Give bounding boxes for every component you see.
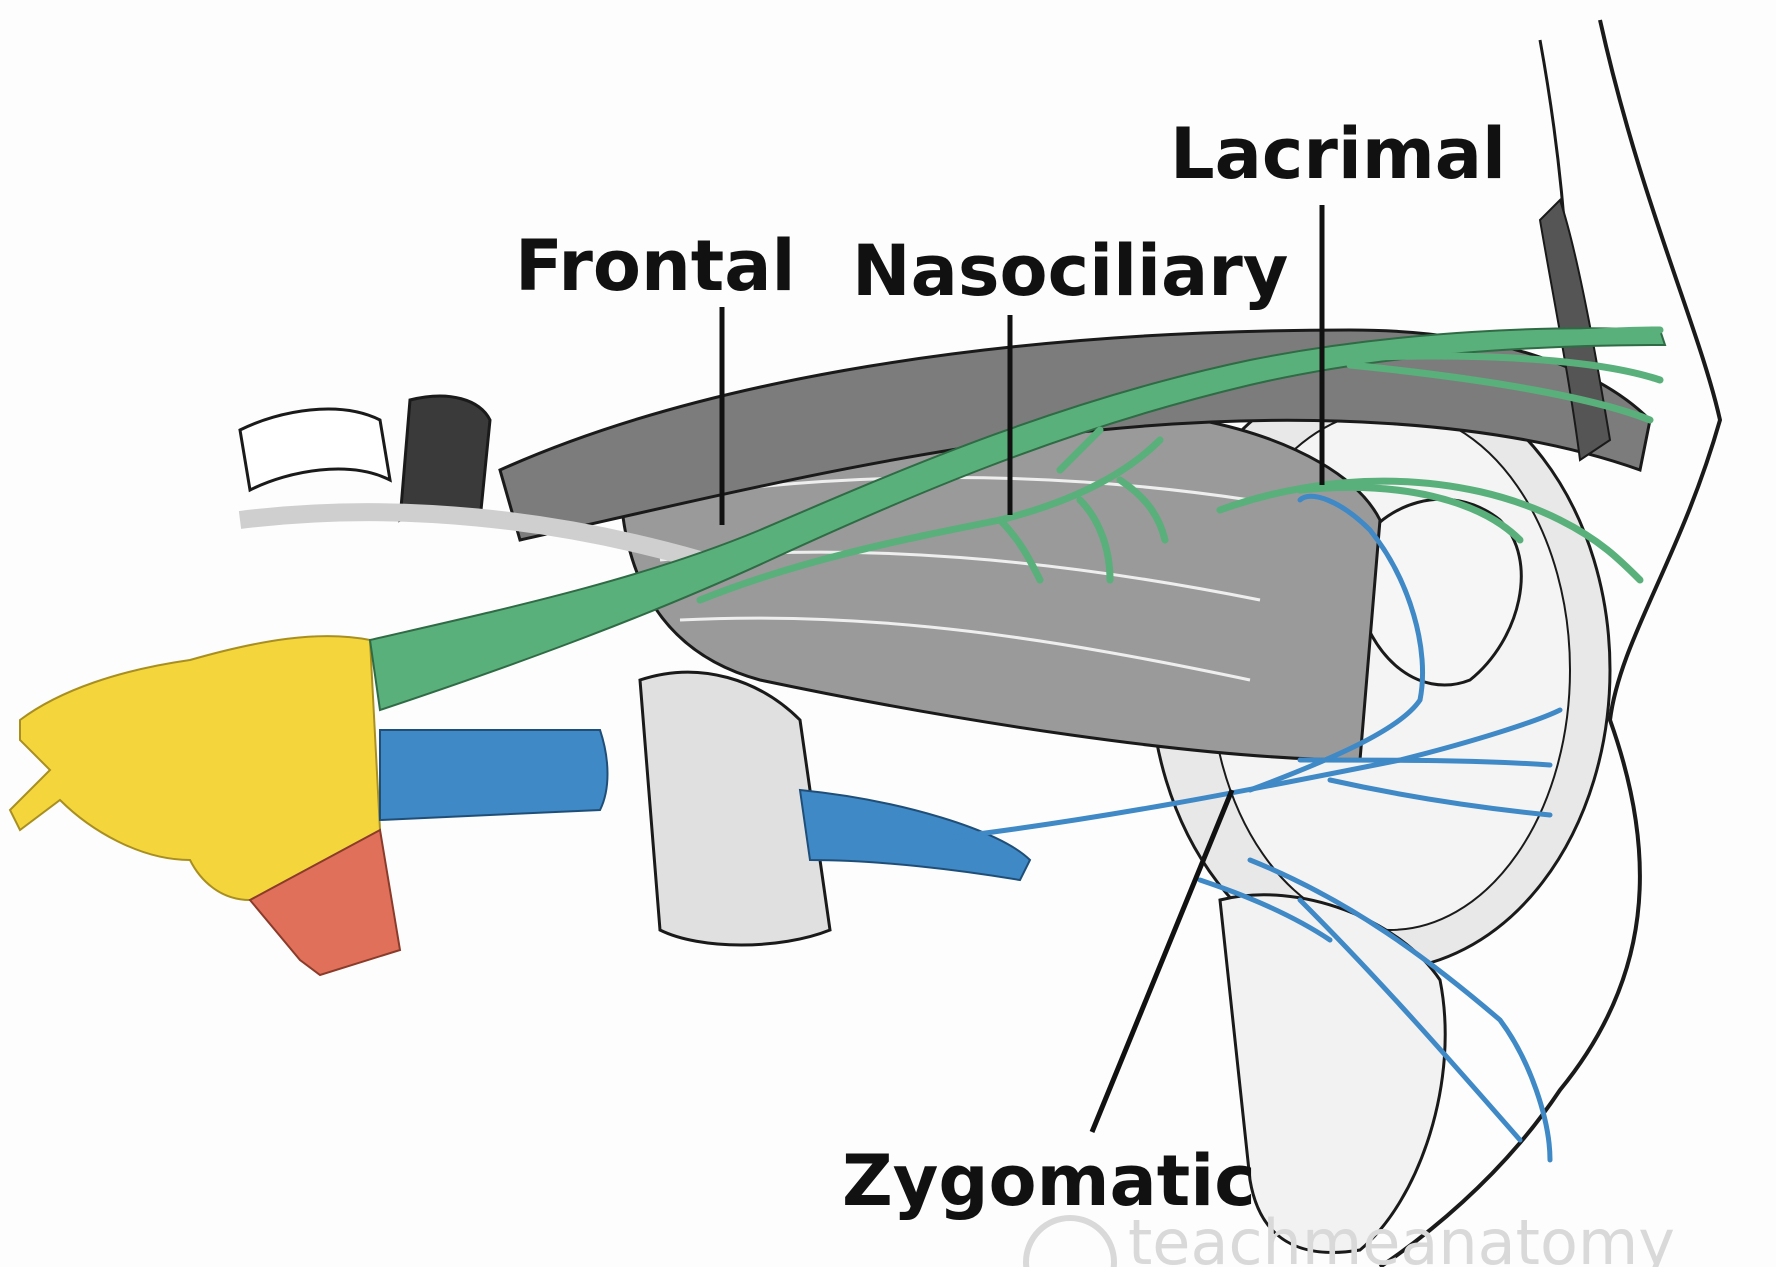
frontal-label: Frontal [515,225,795,307]
infraorbital-trunk [800,790,1030,880]
watermark-text: teachmeanatomy [1128,1206,1675,1267]
lacrimal-label: Lacrimal [1170,113,1506,195]
watermark-logo-icon [1026,1218,1114,1267]
nasociliary-label: Nasociliary [852,230,1288,312]
zygomatic-leader [1092,790,1232,1132]
maxillary-division [380,730,608,820]
